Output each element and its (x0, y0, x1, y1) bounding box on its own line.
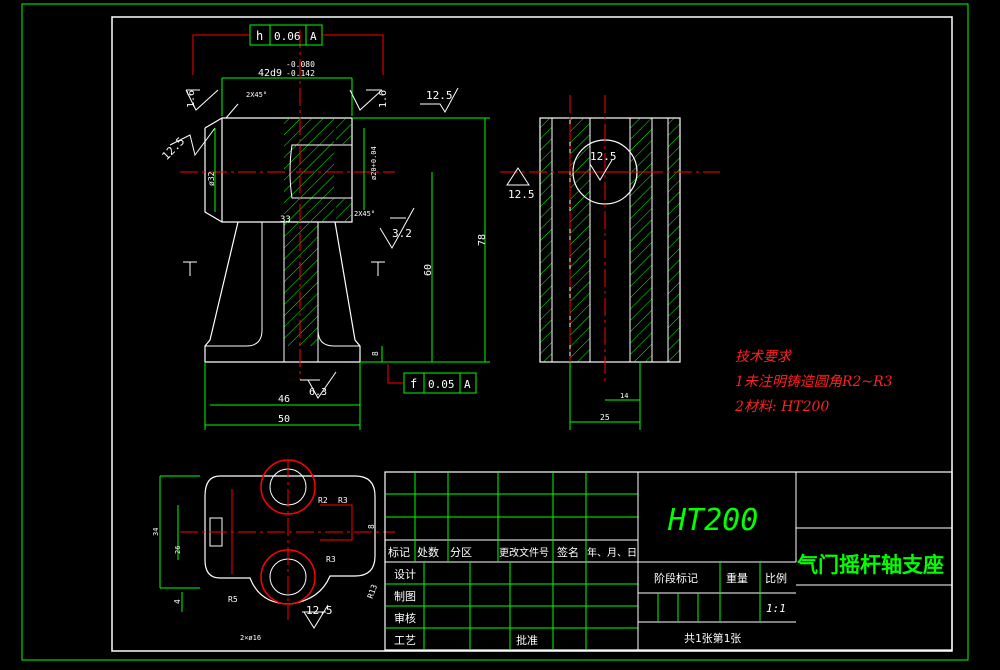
label-weight: 重量 (726, 571, 748, 585)
rough-12-5-hole: 12.5 (590, 150, 617, 163)
inner-border (111, 16, 953, 652)
dim-hole-small: ø20+0.04 (370, 146, 378, 180)
dim-4: 4 (173, 599, 182, 604)
rad-r13: R13 (366, 583, 379, 600)
tech-heading: 技术要求 (735, 349, 791, 365)
dim-14: 14 (620, 392, 628, 400)
tol-top-value: 0.06 (274, 30, 301, 43)
tech-item-2: 2材料: HT200 (735, 399, 830, 415)
rev-header-0: 标记 (388, 545, 410, 559)
side-view: 12.5 12.5 14 25 (500, 95, 720, 430)
dim-78: 78 (477, 234, 488, 246)
sheet-info: 共1张第1张 (684, 631, 741, 645)
dim-46: 46 (278, 394, 290, 405)
rev-header-5: 年、月、日 (587, 546, 637, 559)
label-drafting: 制图 (394, 590, 416, 603)
rough-3-2: 3.2 (392, 227, 412, 240)
tech-item-1: 1未注明铸造圆角R2~R3 (735, 374, 893, 390)
rough-12-5-top: 12.5 (426, 89, 453, 102)
label-design: 设计 (394, 568, 416, 581)
label-stage-mark: 阶段标记 (654, 571, 698, 585)
plan-view: 34 26 4 8 R3 R5 R2 R3 R13 12.5 2×ø16 (152, 459, 395, 642)
chamfer-top: 2X45° (246, 91, 267, 99)
dim-42d9-upper: -0.080 (286, 60, 315, 69)
rad-r5: R5 (228, 595, 238, 604)
dim-60: 60 (423, 264, 434, 276)
label-scale: 比例 (765, 571, 787, 585)
material-big: HT200 (667, 503, 758, 538)
rough-12-5-plan: 12.5 (306, 604, 333, 617)
rad-r3: R3 (326, 555, 336, 564)
rough-1-6-right: 1.6 (378, 90, 389, 108)
tol-bottom-symbol: f (410, 377, 417, 391)
rev-header-1: 处数 (417, 546, 439, 559)
scale-value: 1:1 (766, 602, 786, 615)
dim-34: 34 (152, 528, 160, 536)
front-view: 42d9 -0.080 -0.142 h 0.06 A 1.6 1.6 12.5… (159, 24, 490, 430)
tol-bottom-datum: A (464, 378, 471, 391)
dim-42d9-lower: -0.142 (286, 69, 315, 78)
dim-33: 33 (280, 215, 291, 225)
rev-header-2: 分区 (450, 546, 472, 559)
rev-header-4: 签名 (557, 545, 579, 559)
rad-r2: R2 (318, 496, 328, 505)
label-approve: 批准 (516, 633, 538, 647)
title-block: HT200 气门摇杆轴支座 标记 处数 分区 更改文件号 签名 年、月、日 设计… (384, 471, 953, 651)
tol-top-datum: A (310, 30, 317, 43)
tol-bottom-value: 0.05 (428, 378, 455, 391)
part-title: 气门摇杆轴支座 (796, 553, 944, 577)
rough-1-6-left: 1.6 (186, 90, 197, 108)
rough-12-5-side: 12.5 (508, 188, 535, 201)
technical-requirements: 技术要求 1未注明铸造圆角R2~R3 2材料: HT200 (735, 345, 893, 420)
dim-50: 50 (278, 414, 290, 425)
rough-6-3: 6.3 (309, 387, 327, 398)
label-process: 工艺 (394, 634, 416, 647)
outer-border (21, 3, 969, 661)
dim-25: 25 (600, 413, 610, 422)
dim-42d9: 42d9 (258, 68, 282, 79)
dim-8b: 8 (367, 524, 376, 529)
chamfer-mid: 2X45° (354, 210, 375, 218)
dim-26: 26 (174, 546, 182, 554)
rev-header-3: 更改文件号 (499, 546, 549, 559)
label-review: 审核 (394, 611, 416, 625)
dim-8: 8 (371, 351, 380, 356)
tol-top-symbol: h (256, 29, 263, 43)
note-bottom: 2×ø16 (240, 634, 261, 642)
dim-hole-dia: ø32 (207, 171, 216, 186)
rad-r3b: R3 (338, 496, 348, 505)
